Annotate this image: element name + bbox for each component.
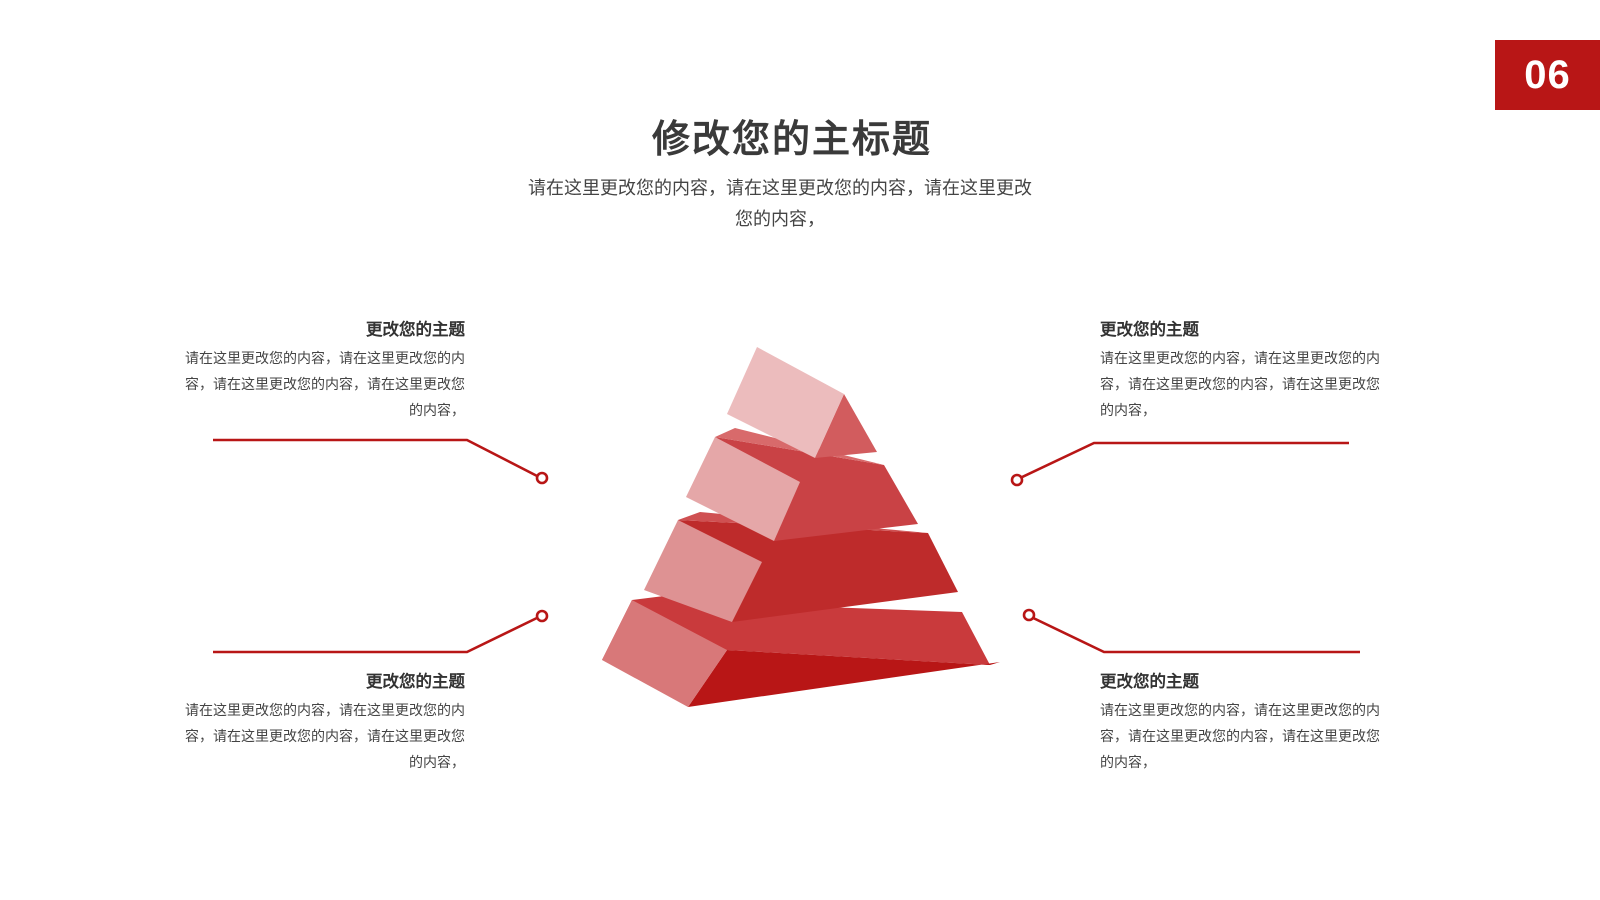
connector-dot-bottom-left	[535, 609, 549, 623]
block-text-line: 请在这里更改您的内容，请在这里更改您的内	[185, 703, 465, 719]
block-heading: 更改您的主题	[1100, 672, 1199, 691]
connector-dot-top-left	[535, 471, 549, 485]
block-text-line: 的内容，	[409, 755, 465, 771]
text-block-bottom-left: 更改您的主题 请在这里更改您的内容，请在这里更改您的内 容，请在这里更改您的内容…	[125, 670, 465, 776]
block-text-line: 的内容，	[409, 403, 465, 419]
block-text-line: 容，请在这里更改您的内容，请在这里更改您	[185, 729, 465, 745]
block-text-line: 的内容，	[1100, 755, 1156, 771]
page-subtitle: 请在这里更改您的内容，请在这里更改您的内容，请在这里更改 您的内容，	[475, 173, 1085, 235]
connector-dot-top-right	[1010, 473, 1024, 487]
text-block-bottom-right: 更改您的主题 请在这里更改您的内容，请在这里更改您的内 容，请在这里更改您的内容…	[1100, 670, 1445, 776]
pyramid-tier-1	[727, 347, 877, 458]
block-text-line: 容，请在这里更改您的内容，请在这里更改您	[185, 377, 465, 393]
text-block-top-right: 更改您的主题 请在这里更改您的内容，请在这里更改您的内 容，请在这里更改您的内容…	[1100, 318, 1445, 424]
page-title: 修改您的主标题	[651, 117, 932, 161]
block-heading: 更改您的主题	[366, 672, 465, 691]
block-heading: 更改您的主题	[366, 320, 465, 339]
connector-top-right	[1015, 441, 1349, 482]
subtitle-line-1: 请在这里更改您的内容，请在这里更改您的内容，请在这里更改	[528, 178, 1032, 199]
block-text-line: 的内容，	[1100, 403, 1156, 419]
page-number-badge: 06	[1495, 40, 1600, 110]
block-text-line: 容，请在这里更改您的内容，请在这里更改您	[1100, 377, 1380, 393]
block-text-line: 请在这里更改您的内容，请在这里更改您的内	[1100, 703, 1380, 719]
block-text-line: 请在这里更改您的内容，请在这里更改您的内	[1100, 351, 1380, 367]
connector-bottom-right	[1026, 613, 1360, 654]
text-block-top-left: 更改您的主题 请在这里更改您的内容，请在这里更改您的内 容，请在这里更改您的内容…	[125, 318, 465, 424]
block-text-line: 容，请在这里更改您的内容，请在这里更改您	[1100, 729, 1380, 745]
pyramid-tier-3	[644, 512, 958, 622]
subtitle-line-2: 您的内容，	[735, 209, 825, 230]
block-text-line: 请在这里更改您的内容，请在这里更改您的内	[185, 351, 465, 367]
connector-top-left	[213, 438, 542, 480]
connector-bottom-left	[213, 614, 542, 654]
connector-dot-bottom-right	[1022, 608, 1036, 622]
block-heading: 更改您的主题	[1100, 320, 1199, 339]
